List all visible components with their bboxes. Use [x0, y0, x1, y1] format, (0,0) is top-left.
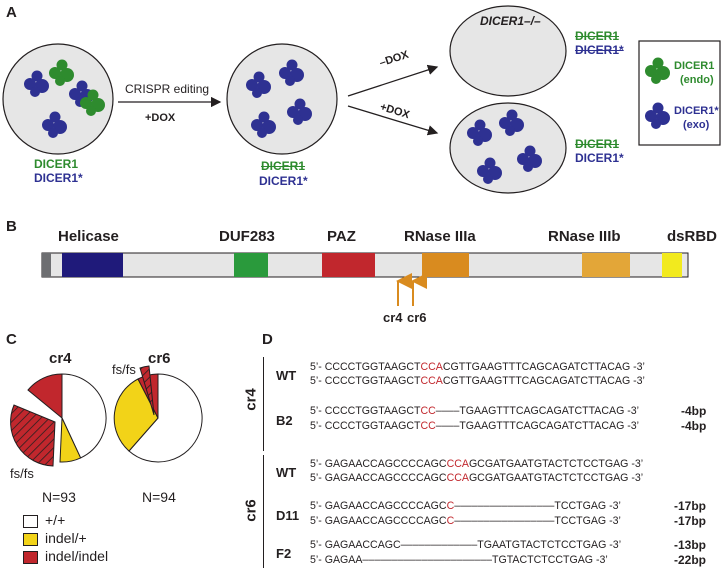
- domain-label-duf283: DUF283: [219, 228, 275, 245]
- legend-swatch-indel-wt: [23, 533, 38, 546]
- domain-label-rnase-iiib: RNase IIIb: [548, 228, 621, 245]
- sequence-line: 5’- GAGAACCAGC–––––––––––––TGAATGTACTCTC…: [310, 539, 622, 551]
- deletion-size: -17bp: [674, 499, 707, 513]
- dox-step-label: +DOX: [145, 112, 176, 124]
- deletion-size: -13bp: [674, 538, 707, 552]
- sequence-line: 5’- GAGAACCAGCCCCAGCCCAGCGATGAATGTACTCTC…: [310, 472, 644, 484]
- cell-3-dicer1: DICER1: [575, 29, 620, 43]
- row-label-f2: F2: [276, 546, 292, 561]
- sequence-line: 5’- GAGAACCAGCCCCAGCC–––––––––––––––––TC…: [310, 500, 621, 512]
- cell-2: [226, 43, 338, 155]
- sequence-line: 5’- CCCCTGGTAAGCTCCACGTTGAAGTTTCAGCAGATC…: [310, 375, 645, 387]
- legend-swatch-indel-indel: [23, 551, 38, 564]
- knockout-label: DICER1–/–: [480, 14, 541, 28]
- legend-label-indel-indel: indel/indel: [45, 548, 109, 564]
- domain-helicase: [62, 253, 123, 277]
- guide-cr4-label: cr4: [383, 310, 403, 325]
- cell-4-dicer1-star: DICER1*: [575, 151, 624, 165]
- guide-cr6-label: cr6: [407, 310, 427, 325]
- pie-cr6-n: N=94: [142, 489, 176, 505]
- panel-d-letter: D: [262, 331, 273, 348]
- pie-cr4-fsfs: fs/fs: [10, 466, 34, 481]
- pies: [10, 365, 203, 467]
- deletion-size: -22bp: [674, 553, 707, 567]
- row-label-cr6-wt: WT: [276, 465, 297, 480]
- sequence-line: 5’- GAGAA––––––––––––––––––––––TGTACTCTC…: [310, 554, 608, 566]
- domain-rnase-iiia: [422, 253, 469, 277]
- cell-1-dicer1: DICER1: [34, 157, 79, 171]
- legend-endo-sub: (endo): [680, 74, 714, 86]
- legend-endo-name: DICER1: [674, 60, 715, 72]
- domain-map: [41, 252, 689, 306]
- domain-label-dsrbd: dsRBD: [667, 228, 718, 245]
- panel-a-legend-box: [638, 40, 721, 146]
- cr4-group-label: cr4: [242, 388, 260, 411]
- row-label-b2: B2: [276, 413, 293, 428]
- cell-2-dicer1-star: DICER1*: [259, 174, 308, 188]
- domain-duf283: [234, 253, 268, 277]
- legend-exo-sub: (exo): [683, 119, 710, 131]
- crispr-label: CRISPR editing: [125, 82, 210, 96]
- cell-1-dicer1-star: DICER1*: [34, 171, 83, 185]
- cr4-bracket: [263, 357, 264, 451]
- cell-1: [2, 43, 114, 155]
- panel-c-letter: C: [6, 331, 17, 348]
- pie-cr6-fsfs: fs/fs: [112, 362, 136, 377]
- legend-label-wt: +/+: [45, 512, 66, 528]
- deletion-size: -4bp: [681, 419, 707, 433]
- domain-label-paz: PAZ: [327, 228, 356, 245]
- panel-a-graphic: [2, 5, 721, 194]
- sequence-line: 5’- CCCCTGGTAAGCTCC––––TGAAGTTTCAGCAGATC…: [310, 405, 640, 417]
- panel-a-letter: A: [6, 4, 17, 21]
- pie-cr4-title: cr4: [49, 350, 72, 367]
- panel-b-letter: B: [6, 218, 17, 235]
- domain-label-helicase: Helicase: [58, 228, 119, 245]
- pie-cr4: [10, 373, 107, 467]
- cell-3: [449, 5, 567, 97]
- row-label-cr4-wt: WT: [276, 368, 297, 383]
- legend-exo-name: DICER1*: [674, 105, 719, 117]
- cell-2-dicer1: DICER1: [261, 159, 306, 173]
- pie-cr4-n: N=93: [42, 489, 76, 505]
- domain-paz: [322, 253, 375, 277]
- cr6-bracket: [263, 455, 264, 568]
- domain-rnase-iiib: [582, 253, 630, 277]
- deletion-size: -17bp: [674, 514, 707, 528]
- pie-cr6-title: cr6: [148, 350, 171, 367]
- sequence-line: 5’- GAGAACCAGCCCCAGCC–––––––––––––––––TC…: [310, 515, 621, 527]
- cell-4-dicer1: DICER1: [575, 137, 620, 151]
- cell-3-dicer1-star: DICER1*: [575, 43, 624, 57]
- domain-label-rnase-iiia: RNase IIIa: [404, 228, 476, 245]
- sequence-line: 5’- CCCCTGGTAAGCTCCACGTTGAAGTTTCAGCAGATC…: [310, 361, 645, 373]
- deletion-size: -4bp: [681, 404, 707, 418]
- legend-swatch-wt: [23, 515, 38, 528]
- row-label-d11: D11: [276, 508, 300, 523]
- domain-dsrbd: [662, 253, 682, 277]
- sequence-line: 5’- GAGAACCAGCCCCAGCCCAGCGATGAATGTACTCTC…: [310, 458, 644, 470]
- legend-label-indel-wt: indel/+: [45, 530, 87, 546]
- pie-cr6: [113, 365, 203, 463]
- cr6-group-label: cr6: [242, 499, 260, 522]
- sequence-line: 5’- CCCCTGGTAAGCTCC––––TGAAGTTTCAGCAGATC…: [310, 420, 640, 432]
